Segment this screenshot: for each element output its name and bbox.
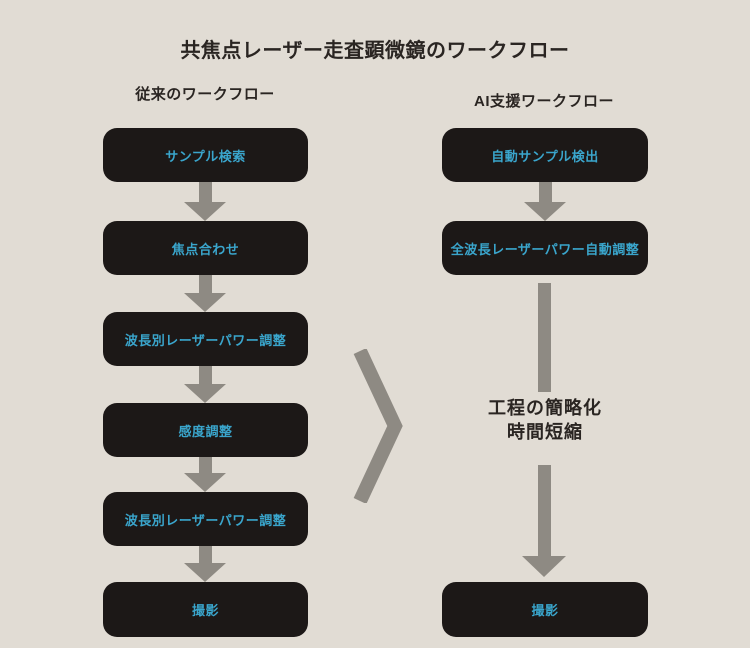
chevron-right-icon (353, 349, 403, 503)
arrow-shaft (198, 546, 212, 563)
step-imaging-right: 撮影 (442, 582, 648, 637)
down-arrow-icon (184, 275, 226, 312)
arrow-head (524, 202, 566, 221)
arrow-shaft (198, 182, 212, 202)
down-arrow-icon (184, 366, 226, 403)
step-laser-power-per-wavelength-1: 波長別レーザーパワー調整 (103, 312, 308, 366)
arrow-head (184, 293, 226, 312)
left-column-header: 従来のワークフロー (135, 86, 275, 103)
down-arrow-icon (184, 182, 226, 221)
down-arrow-icon (184, 457, 226, 492)
arrow-shaft (198, 457, 212, 473)
arrow-head (184, 563, 226, 582)
arrow-shaft (198, 366, 212, 384)
long-arrow-shaft-bottom (538, 465, 551, 556)
down-arrow-icon (184, 546, 226, 582)
benefit-line-1: 工程の簡略化 (488, 398, 602, 418)
step-imaging-left: 撮影 (103, 582, 308, 637)
arrow-shaft (198, 275, 212, 293)
down-arrow-icon (524, 182, 566, 221)
arrow-head (184, 384, 226, 403)
arrow-head (184, 202, 226, 221)
arrow-shaft (538, 182, 552, 202)
step-auto-laser-power-all-wavelengths: 全波長レーザーパワー自動調整 (442, 221, 648, 275)
long-arrow-head (522, 556, 566, 577)
step-sample-search: サンプル検索 (103, 128, 308, 182)
right-column-header: AI支援ワークフロー (473, 93, 614, 110)
page-title: 共焦点レーザー走査顕微鏡のワークフロー (180, 40, 570, 62)
benefit-line-2: 時間短縮 (507, 422, 583, 442)
step-focusing: 焦点合わせ (103, 221, 308, 275)
step-laser-power-per-wavelength-2: 波長別レーザーパワー調整 (103, 492, 308, 546)
benefit-text: 工程の簡略化 時間短縮 (465, 396, 625, 444)
step-auto-sample-detect: 自動サンプル検出 (442, 128, 648, 182)
step-sensitivity-adjust: 感度調整 (103, 403, 308, 457)
arrow-head (184, 473, 226, 492)
long-arrow-shaft-top (538, 283, 551, 392)
